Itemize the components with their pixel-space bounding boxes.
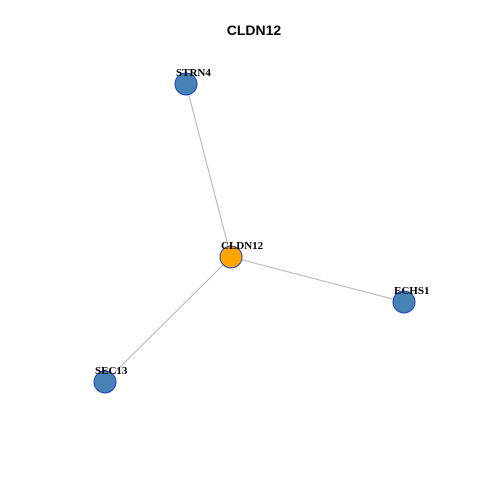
node-cldn12[interactable] [219,245,243,269]
edge-cldn12-echs1 [230,256,405,303]
diagram-title: CLDN12 [227,22,282,38]
node-label-cldn12: CLDN12 [221,240,264,252]
nodes-layer [93,72,416,394]
node-sec13[interactable] [93,370,117,394]
node-echs1[interactable] [392,290,416,314]
node-label-strn4: STRN4 [176,67,211,79]
node-strn4[interactable] [174,72,198,96]
edge-cldn12-sec13 [104,256,232,383]
node-label-sec13: SEC13 [95,365,128,377]
edges-layer [104,83,405,383]
node-label-echs1: ECHS1 [394,285,429,297]
edge-cldn12-strn4 [185,83,232,258]
